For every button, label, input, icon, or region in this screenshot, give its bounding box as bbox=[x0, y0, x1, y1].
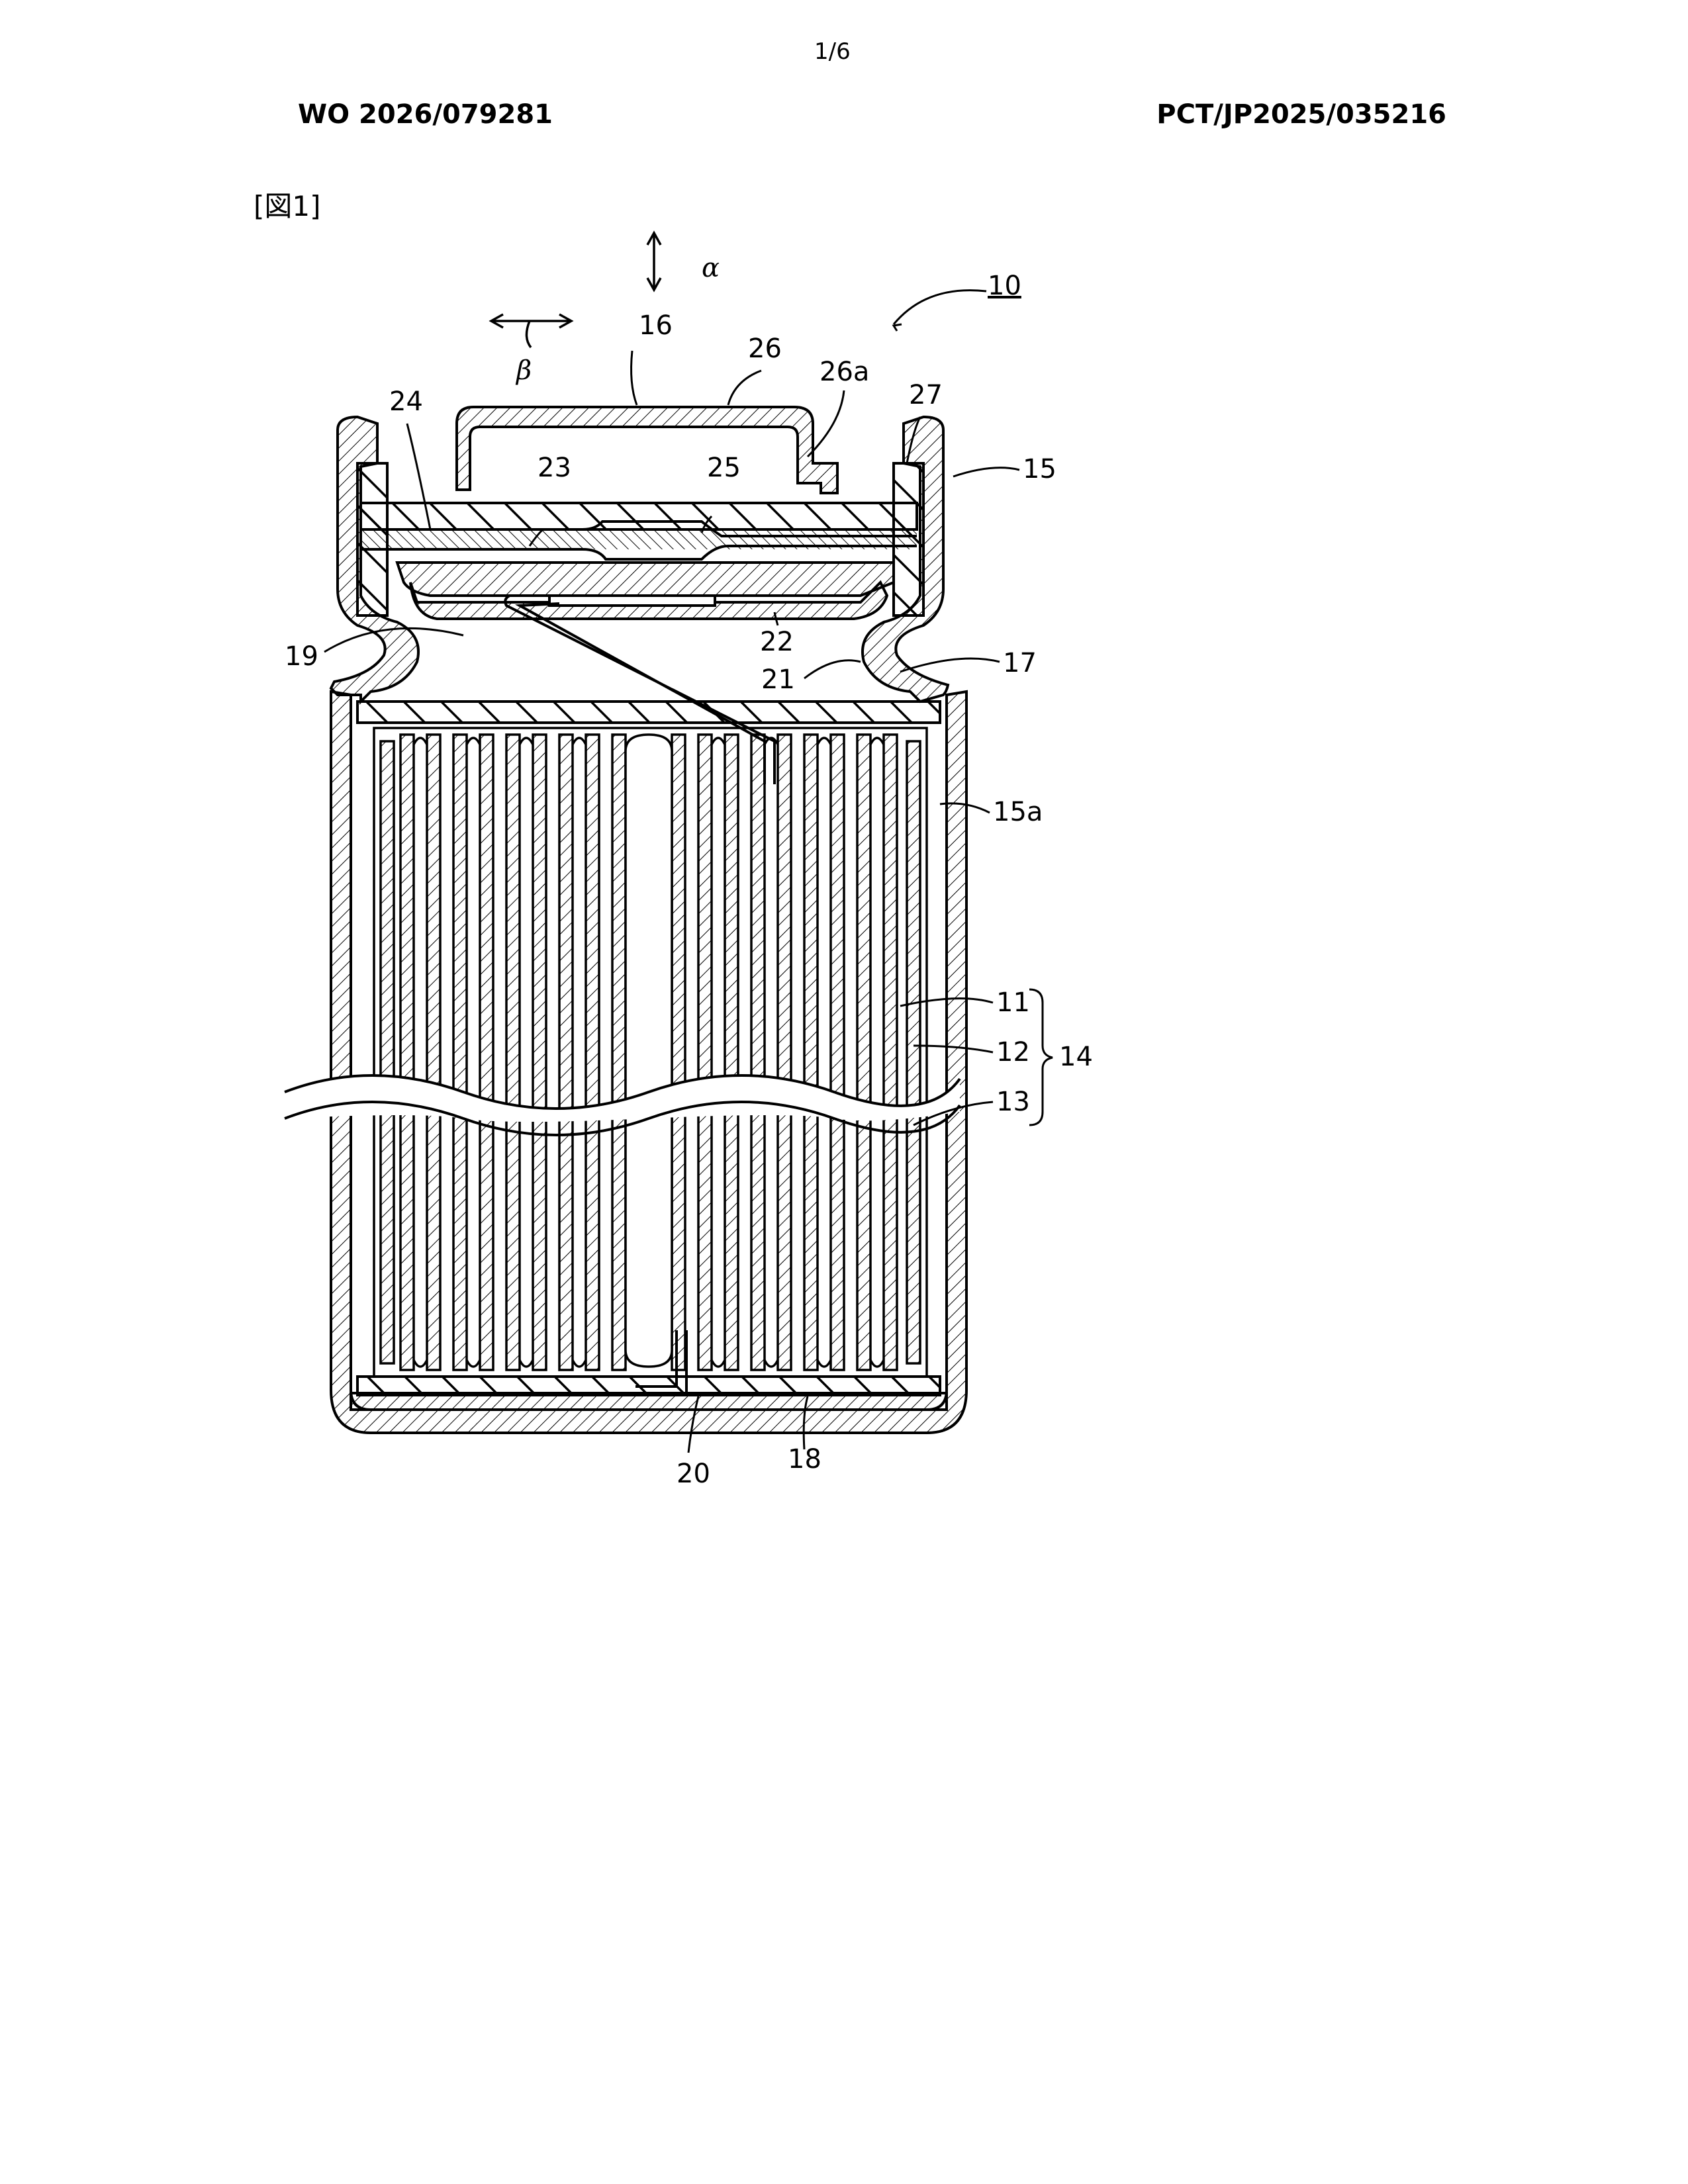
upper-insulating-plate-17 bbox=[357, 702, 940, 723]
label-11: 11 bbox=[996, 987, 1030, 1018]
label-beta: β bbox=[515, 355, 532, 386]
direction-arrow-beta bbox=[491, 314, 571, 347]
electrode-assembly-14 bbox=[374, 728, 927, 1377]
label-27: 27 bbox=[909, 380, 943, 410]
label-23: 23 bbox=[538, 453, 571, 483]
label-18: 18 bbox=[788, 1444, 821, 1475]
label-25: 25 bbox=[707, 453, 741, 483]
label-alpha: α bbox=[702, 253, 720, 283]
label-26a: 26a bbox=[820, 357, 869, 387]
label-19: 19 bbox=[285, 641, 318, 672]
direction-arrow-alpha bbox=[647, 233, 661, 290]
brace-14 bbox=[1029, 989, 1053, 1125]
label-14: 14 bbox=[1059, 1042, 1093, 1072]
label-16: 16 bbox=[639, 310, 673, 341]
label-24: 24 bbox=[389, 387, 423, 417]
label-20: 20 bbox=[677, 1459, 710, 1489]
label-12: 12 bbox=[996, 1037, 1030, 1068]
label-22: 22 bbox=[760, 627, 794, 657]
label-13: 13 bbox=[996, 1087, 1030, 1117]
label-15: 15 bbox=[1023, 454, 1056, 484]
label-17: 17 bbox=[1003, 648, 1037, 678]
label-15a: 15a bbox=[993, 797, 1043, 827]
label-10: 10 bbox=[988, 271, 1021, 301]
label-26: 26 bbox=[748, 334, 782, 364]
label-21: 21 bbox=[761, 664, 795, 695]
